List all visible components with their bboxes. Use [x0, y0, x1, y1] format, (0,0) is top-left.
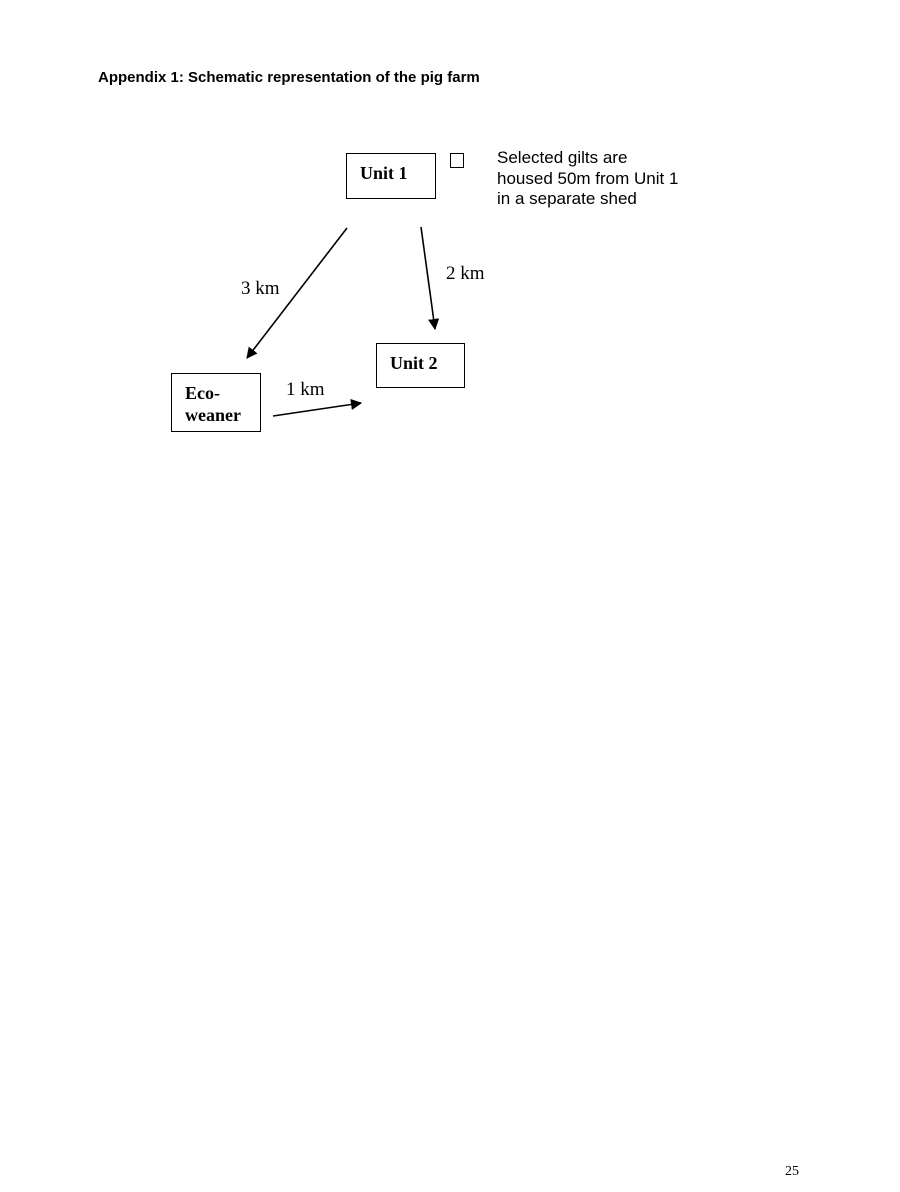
- page-number: 25: [785, 1164, 799, 1179]
- gilts-note: Selected gilts are housed 50m from Unit …: [497, 148, 717, 210]
- arrow-eco-weaner-to-unit2: [272, 398, 363, 417]
- arrow-unit1-to-eco-weaner: [246, 227, 348, 359]
- unit-2-box: Unit 2: [376, 343, 465, 388]
- unit-2-label: Unit 2: [390, 353, 438, 373]
- gilts-note-line-2: housed 50m from Unit 1: [497, 168, 679, 188]
- distance-label-3km: 3 km: [241, 278, 280, 299]
- eco-weaner-label-line-2: weaner: [185, 405, 241, 425]
- arrow-unit1-to-unit2: [420, 226, 440, 331]
- gilt-shed-square-icon: [450, 153, 464, 168]
- distance-label-1km: 1 km: [286, 379, 325, 400]
- gilts-note-line-3: in a separate shed: [497, 189, 637, 208]
- eco-weaner-box: Eco- weaner: [171, 373, 261, 432]
- appendix-heading: Appendix 1: Schematic representation of …: [98, 69, 480, 86]
- eco-weaner-label-line-1: Eco-: [185, 383, 220, 403]
- gilts-note-line-1: Selected gilts are: [497, 148, 628, 167]
- unit-1-box: Unit 1: [346, 153, 436, 199]
- distance-label-2km: 2 km: [446, 263, 485, 284]
- unit-1-label: Unit 1: [360, 163, 408, 183]
